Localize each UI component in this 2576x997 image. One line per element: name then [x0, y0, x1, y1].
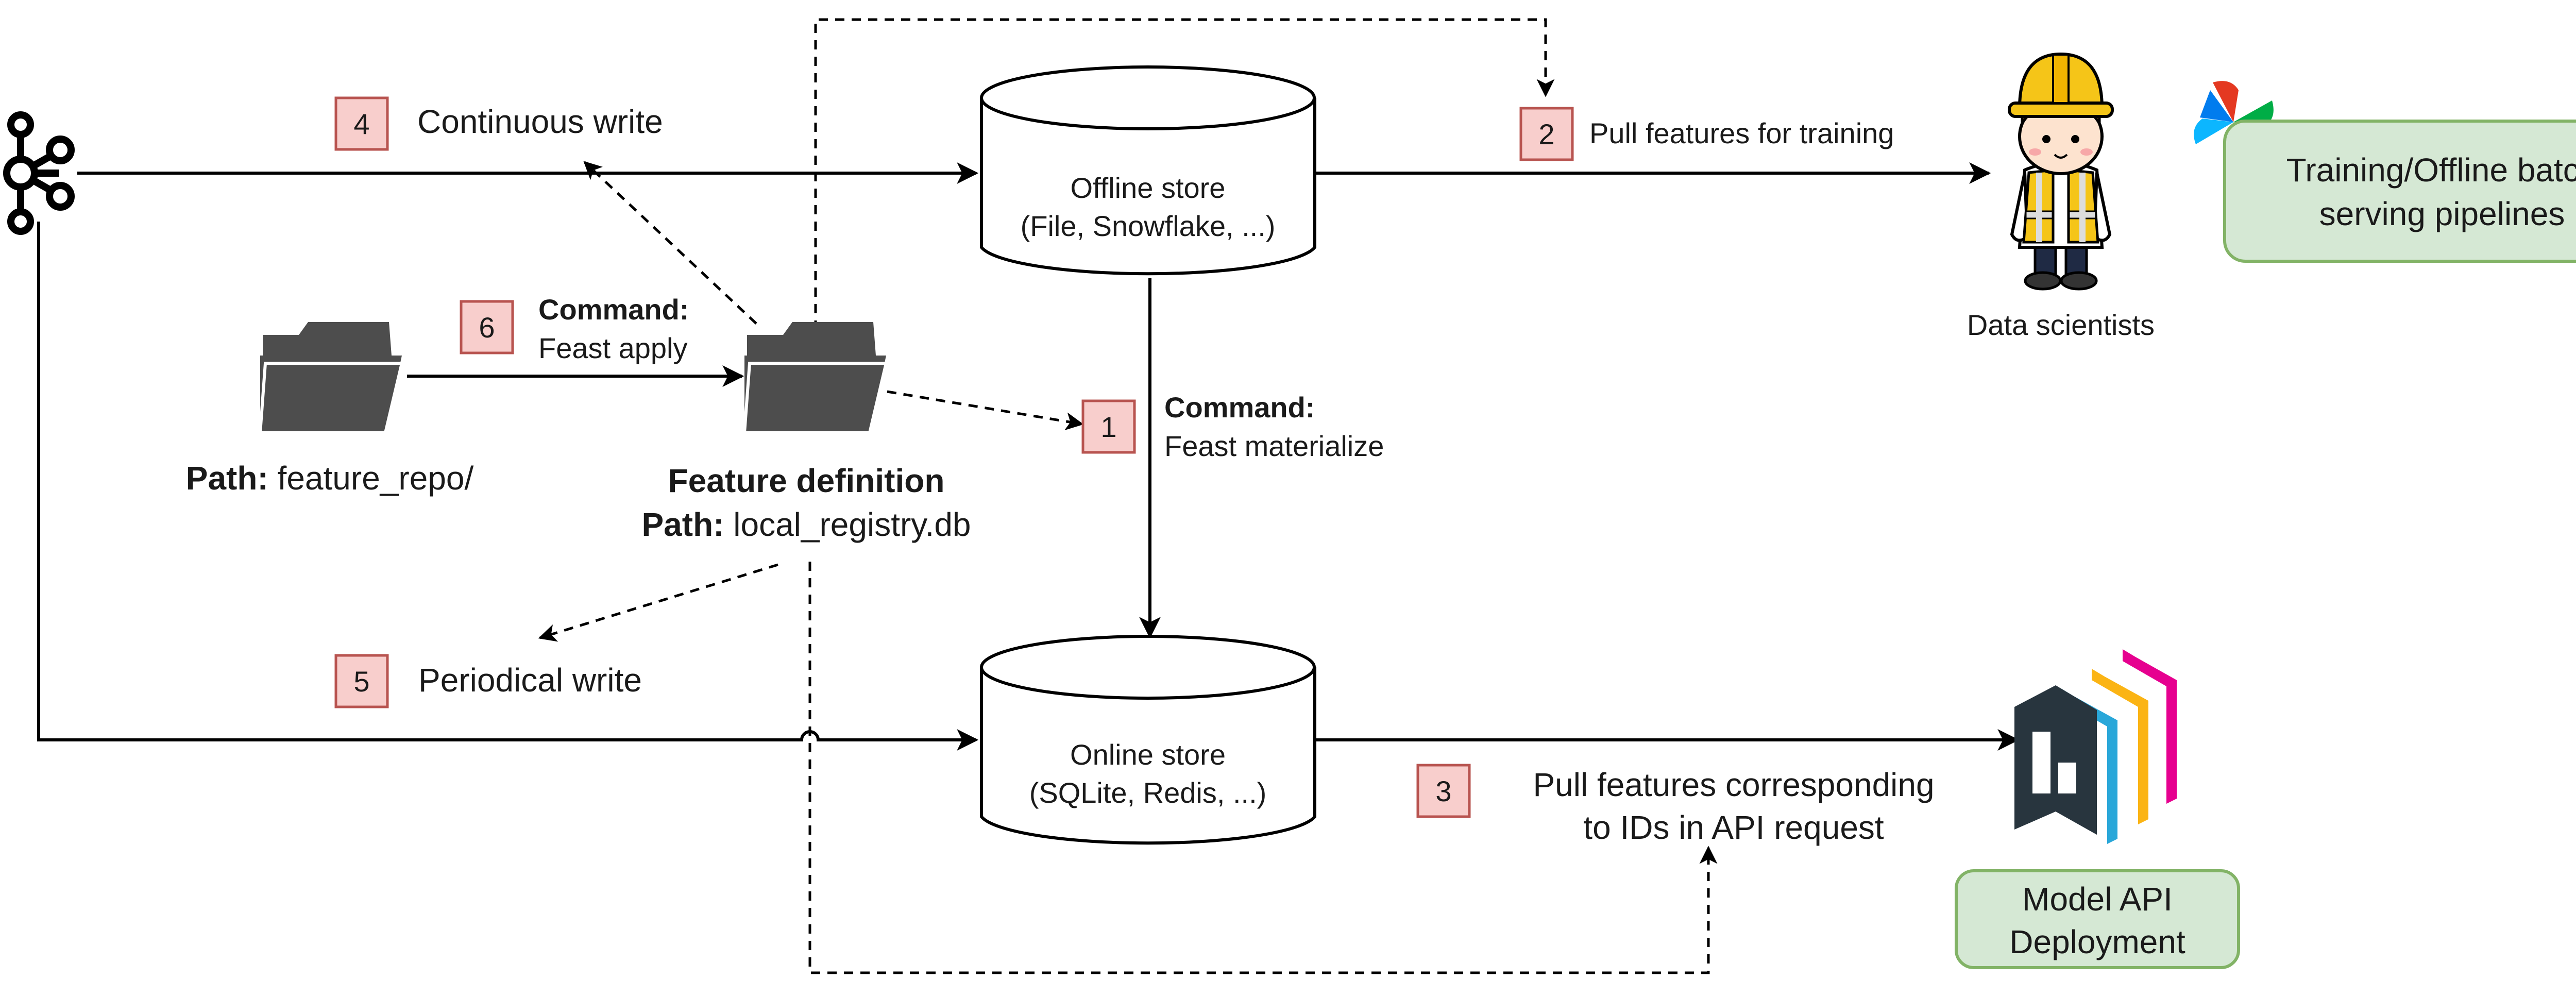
periodical-write-label: Periodical write: [418, 662, 642, 699]
svg-text:6: 6: [479, 311, 495, 344]
registry-to-training-dashed-arrow: [814, 18, 1555, 330]
training-pipelines-line2: serving pipelines: [2319, 195, 2565, 232]
step-3-badge: 3: [1416, 764, 1471, 818]
model-api-line1: Model API: [2022, 881, 2173, 918]
pull-api-label-line2: to IDs in API request: [1583, 809, 1884, 846]
model-api-box: Model API Deployment: [1955, 869, 2240, 969]
pull-api-label-line1: Pull features corresponding: [1533, 766, 1934, 803]
feature-repo-path: Path: feature_repo/: [186, 460, 474, 497]
step-5-badge: 5: [334, 654, 389, 708]
training-pipelines-box: Training/Offline batch serving pipelines: [2223, 120, 2576, 263]
svg-text:5: 5: [353, 665, 369, 698]
materialize-label: Feast materialize: [1164, 430, 1384, 462]
pull-training-label: Pull features for training: [1589, 117, 1894, 149]
data-scientists-label: Data scientists: [1967, 309, 2155, 341]
kafka-icon: [3, 111, 75, 235]
online-store: Online store (SQLite, Redis, ...): [980, 635, 1316, 845]
continuous-write-label: Continuous write: [417, 103, 663, 140]
svg-text:2: 2: [1538, 118, 1554, 150]
step-1-badge: 1: [1081, 399, 1136, 454]
model-api-line2: Deployment: [2009, 923, 2185, 960]
step-2-badge: 2: [1519, 107, 1574, 161]
online-store-subtitle: (SQLite, Redis, ...): [1029, 776, 1267, 809]
feature-definition-title: Feature definition: [668, 462, 945, 499]
svg-text:3: 3: [1435, 775, 1451, 807]
training-pipelines-line1: Training/Offline batch: [2286, 151, 2576, 189]
offline-store-subtitle: (File, Snowflake, ...): [1021, 210, 1276, 242]
svg-text:1: 1: [1100, 411, 1116, 443]
registry-to-continuous-write-dashed-arrow: [583, 161, 757, 325]
feature-repo-folder-icon: [258, 322, 404, 434]
feast-apply-label: Feast apply: [538, 332, 688, 364]
svg-text:4: 4: [353, 108, 369, 140]
data-scientist-icon: [2008, 52, 2114, 291]
materialize-command-label: Command:: [1164, 391, 1315, 424]
bentoml-logo-icon: [2014, 649, 2177, 844]
feature-definition-path: Path: local_registry.db: [641, 506, 971, 543]
offline-store: Offline store (File, Snowflake, ...): [980, 65, 1316, 276]
registry-to-periodical-write-dashed-arrow: [538, 563, 778, 642]
online-store-title: Online store: [1070, 738, 1226, 771]
step-4-badge: 4: [334, 96, 389, 151]
registry-to-materialize-dashed-arrow: [887, 390, 1084, 431]
registry-to-api-dashed-arrow: [808, 562, 1718, 974]
feature-definition-folder-icon: [742, 322, 888, 434]
offline-store-title: Offline store: [1071, 172, 1226, 204]
feast-apply-command-label: Command:: [538, 293, 689, 326]
step-6-badge: 6: [460, 300, 514, 354]
